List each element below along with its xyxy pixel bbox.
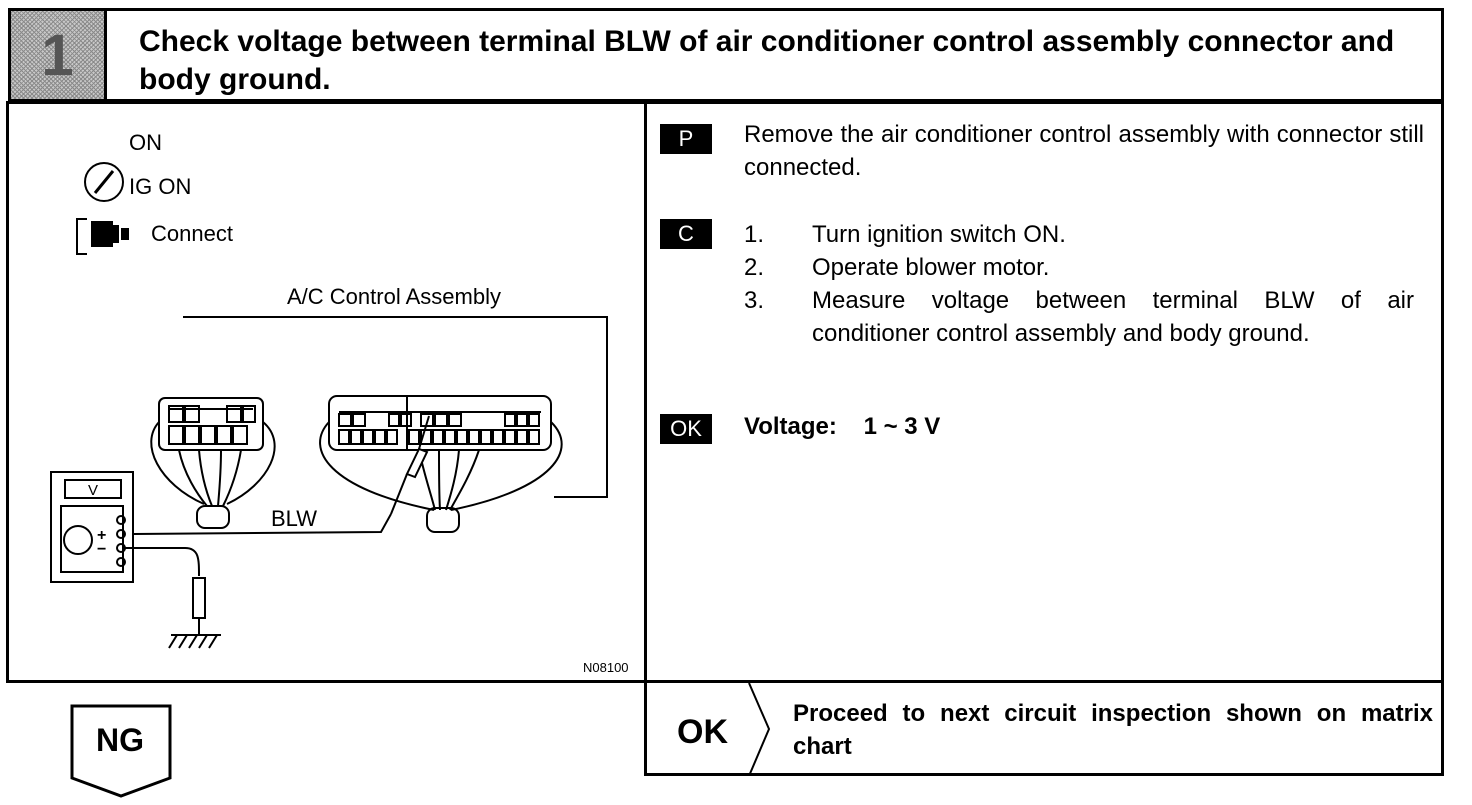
connect-label: Connect [151, 221, 233, 246]
connector-icon [76, 218, 129, 255]
right-connector [319, 395, 563, 533]
wiring-diagram: ON IG ON Connect A/C Control Assembly BL… [50, 130, 629, 675]
ground-lead [125, 547, 206, 634]
step-3-text: Measure voltage between terminal BLW of … [812, 287, 1414, 347]
step-1-number: 1. [744, 221, 765, 248]
ng-result-box: NG [70, 704, 174, 805]
figure-code: N08100 [583, 660, 629, 675]
instructions-panel: P Remove the air conditioner control ass… [644, 101, 1444, 683]
voltmeter-icon: V + − [50, 471, 134, 583]
ok-tag: OK [660, 414, 712, 444]
step-number-badge: 1 [11, 11, 107, 99]
prep-tag: P [660, 124, 712, 154]
assembly-bracket [183, 316, 608, 498]
ok-result-box: OK Proceed to next circuit inspection sh… [644, 683, 1444, 776]
svg-text:V: V [88, 482, 98, 499]
check-tag: C [660, 219, 712, 249]
ok-action-text: Proceed to next circuit inspection shown… [793, 700, 1433, 760]
step-1-text: Turn ignition switch ON. [812, 221, 1066, 248]
ng-label: NG [96, 722, 144, 758]
step-header: 1 Check voltage between terminal BLW of … [8, 8, 1444, 102]
step-2-text: Operate blower motor. [812, 254, 1050, 281]
svg-text:−: − [97, 541, 106, 558]
blw-label: BLW [271, 506, 317, 531]
wiring-figure: ON IG ON Connect A/C Control Assembly BL… [6, 101, 647, 683]
step-title: Check voltage between terminal BLW of ai… [139, 25, 1395, 96]
on-label: ON [129, 130, 162, 155]
ignition-key-icon [84, 162, 124, 202]
step-2-number: 2. [744, 254, 765, 281]
left-connector [150, 397, 276, 529]
ground-icon [168, 634, 221, 649]
ng-arrow-shape [70, 704, 172, 798]
ok-spec: Voltage: 1 ~ 3 V [744, 413, 941, 440]
ok-label: OK [677, 713, 728, 751]
step-3-number: 3. [744, 287, 765, 314]
test-probe [133, 415, 430, 535]
prep-text: Remove the air conditioner control assem… [744, 121, 1424, 181]
ig-on-label: IG ON [129, 174, 191, 199]
assembly-label: A/C Control Assembly [287, 284, 501, 309]
ok-arrow-divider [748, 683, 771, 776]
svg-text:+: + [97, 527, 106, 544]
